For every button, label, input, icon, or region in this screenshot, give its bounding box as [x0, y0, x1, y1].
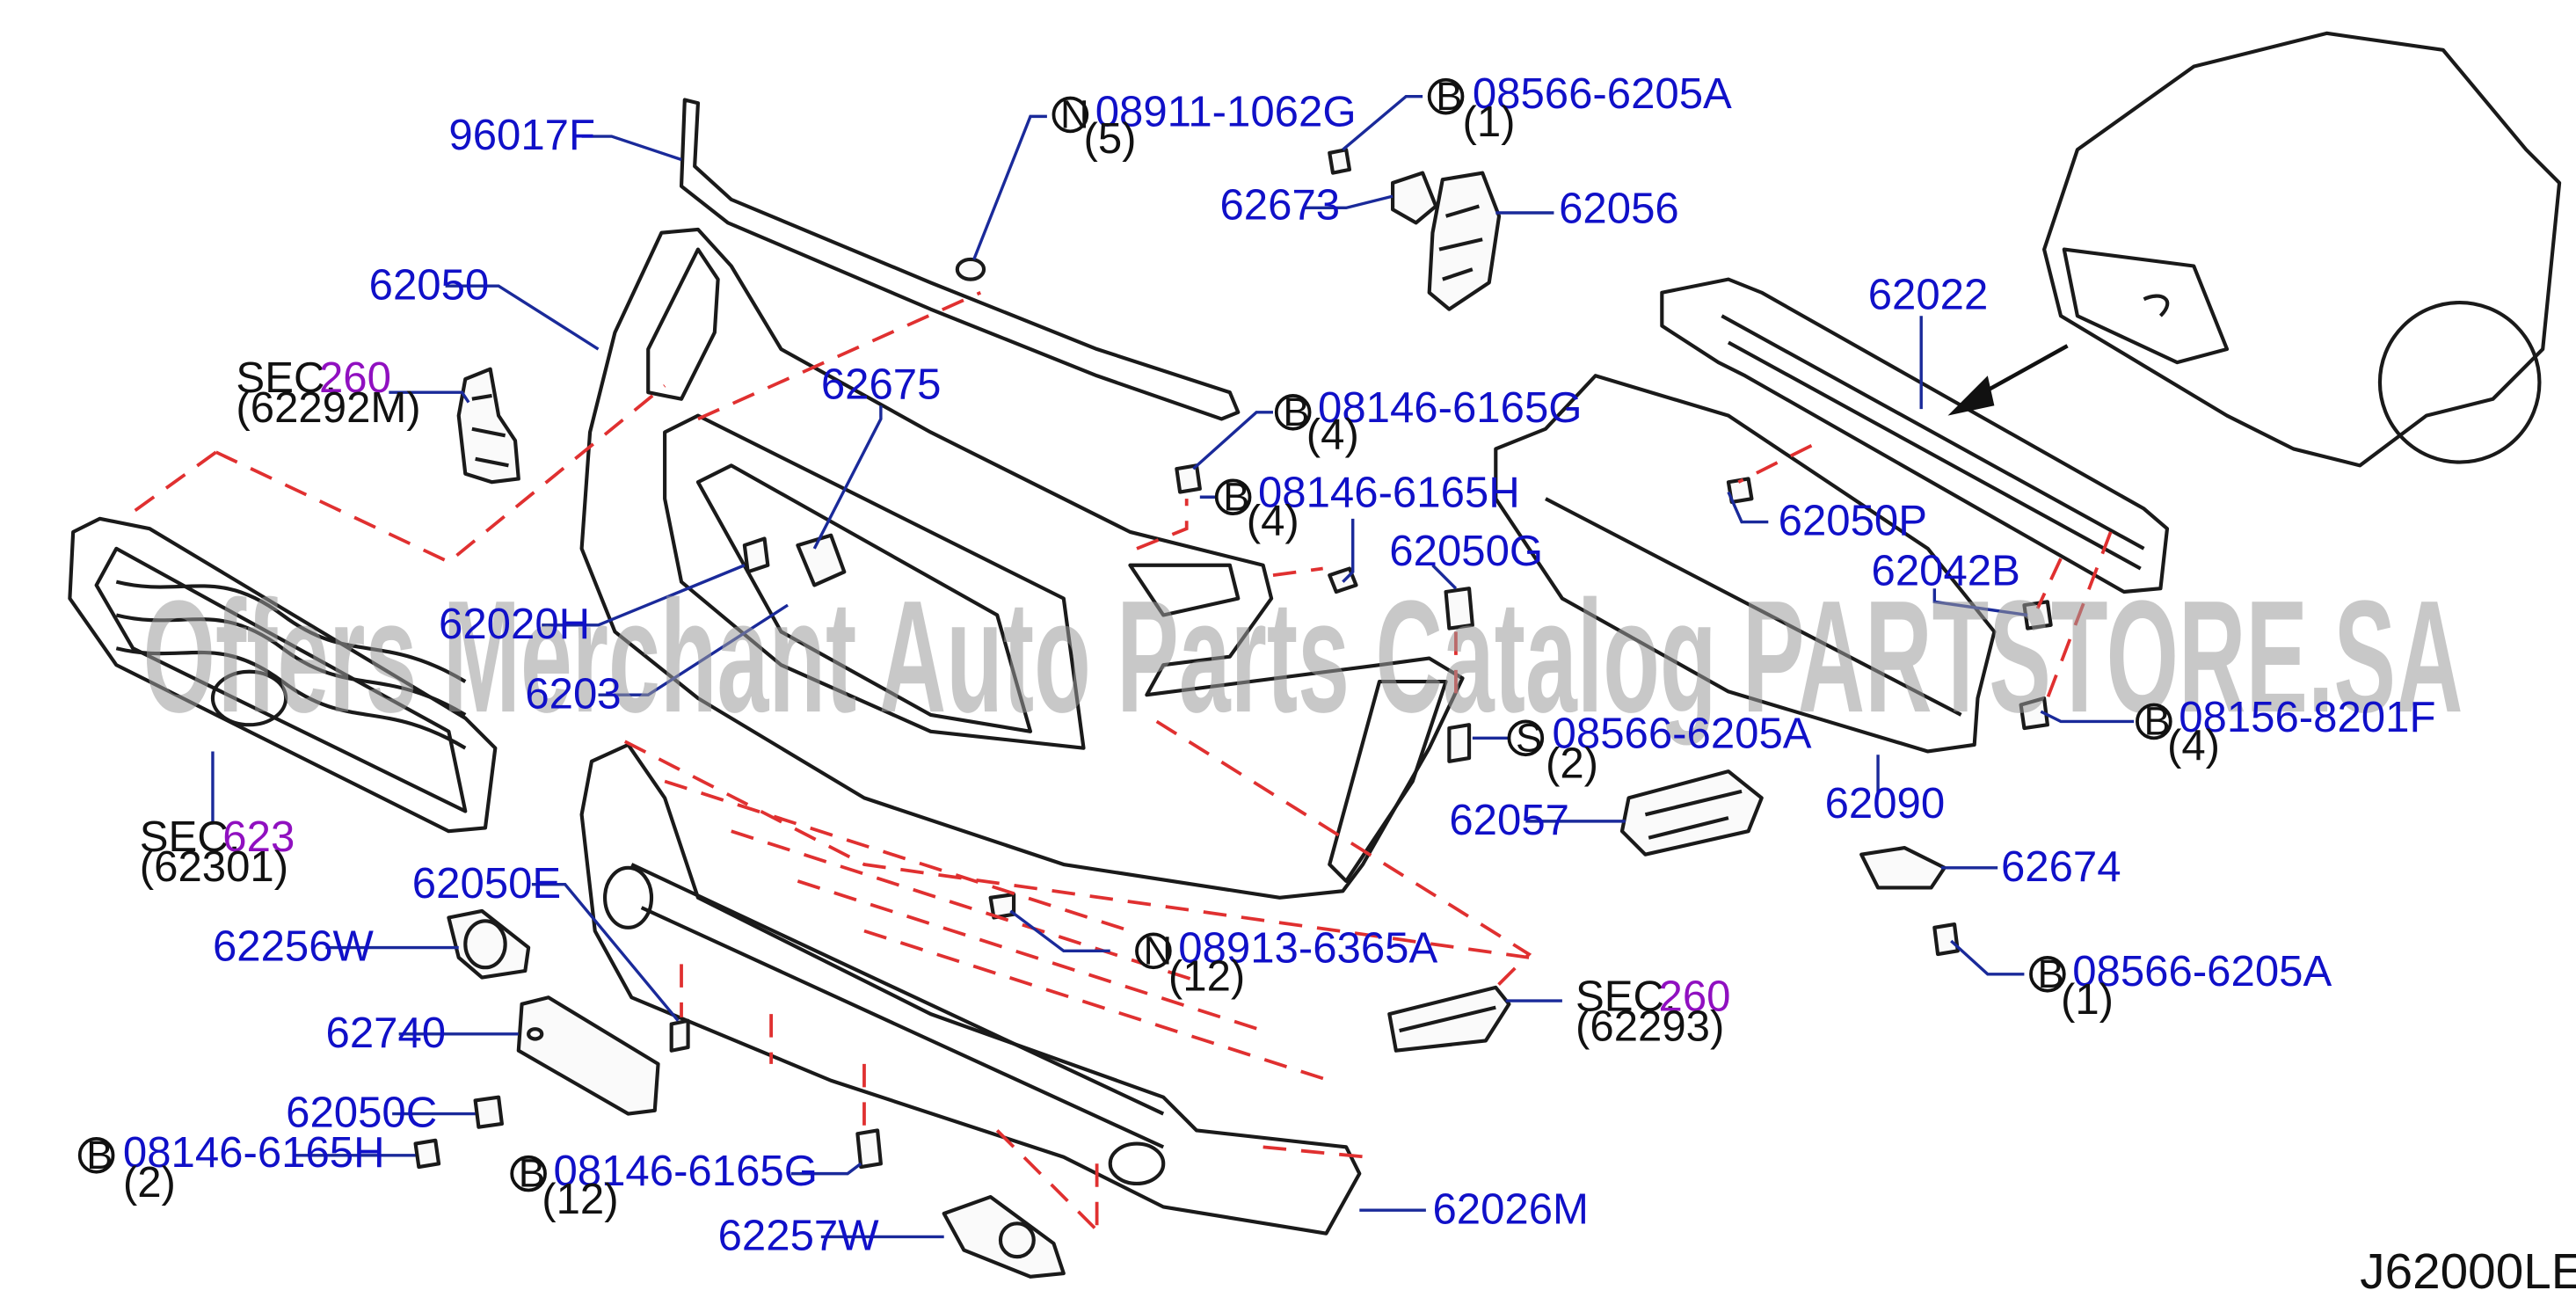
- marker-b-08566-right: [2029, 955, 2066, 993]
- marker-b-08146g-bot-letter: B: [519, 1151, 545, 1196]
- marker-b-08146g-top-letter: B: [1283, 390, 1309, 434]
- marker-s-08566-letter: S: [1516, 715, 1542, 760]
- part-62026m-lower-structure-drawing: [579, 742, 1362, 1236]
- marker-b-08146h-top-letter: B: [1223, 474, 1249, 519]
- marker-b-08566-top: [1427, 77, 1465, 115]
- label-6203[interactable]: 6203: [525, 670, 621, 718]
- label-62050[interactable]: 62050: [369, 261, 490, 309]
- part-62675-clip-drawing: [742, 533, 847, 587]
- label-08146-6165h-top[interactable]: 08146-6165H: [1258, 470, 1520, 517]
- label-62020h[interactable]: 62020H: [439, 601, 590, 648]
- label-62026m[interactable]: 62026M: [1432, 1185, 1589, 1233]
- label-08146-6165g-top[interactable]: 08146-6165G: [1318, 384, 1582, 432]
- part-62090-absorber-drawing: [1494, 374, 1997, 754]
- marker-n-08913: [1135, 932, 1172, 970]
- label-08146-6165g-bot[interactable]: 08146-6165G: [553, 1148, 817, 1195]
- part-62256w-fog-bezel-drawing: [447, 908, 531, 980]
- label-08146g-bot-qty: (12): [542, 1176, 618, 1223]
- label-62090[interactable]: 62090: [1825, 780, 1946, 827]
- label-08146g-top-qty: (4): [1306, 411, 1359, 458]
- label-08156-qty: (4): [2167, 722, 2220, 769]
- label-08566-6205a-top[interactable]: 08566-6205A: [1473, 70, 1732, 118]
- part-62301-grille-drawing: [68, 516, 498, 834]
- label-sec-260-a: SEC.: [236, 354, 337, 402]
- label-08146-6165h-bot[interactable]: 08146-6165H: [123, 1129, 385, 1177]
- label-62740[interactable]: 62740: [326, 1010, 447, 1057]
- label-08911-1062g[interactable]: 08911-1062G: [1095, 89, 1357, 136]
- marker-b-08146h-bot: [77, 1137, 115, 1174]
- label-62050g[interactable]: 62050G: [1389, 528, 1543, 575]
- label-62257w[interactable]: 62257W: [718, 1213, 880, 1260]
- label-62050c[interactable]: 62050C: [286, 1090, 437, 1137]
- label-sec-623-num[interactable]: 623: [222, 813, 295, 861]
- part-96017f-drawing: [679, 98, 1241, 421]
- label-62674[interactable]: 62674: [2001, 843, 2121, 891]
- marker-b-08156-letter: B: [2144, 699, 2171, 744]
- part-62022-reinforcement-drawing: [1660, 277, 2170, 594]
- label-08913-qty: (12): [1168, 953, 1245, 1001]
- part-62050c-clip-drawing: [473, 1095, 504, 1129]
- watermark-text: Offers Merchant Auto Parts Catalog PARTS…: [143, 568, 2463, 746]
- part-62293-bracket-drawing: [1387, 985, 1511, 1053]
- label-62056[interactable]: 62056: [1559, 185, 1679, 232]
- label-08566-top-qty: (1): [1462, 98, 1515, 146]
- marker-n-08911: [1052, 96, 1089, 134]
- vehicle-outline-drawing: [2042, 31, 2562, 468]
- part-62292m-bracket-drawing: [456, 367, 520, 485]
- part-labels: 96017F 62050 SEC. 260 (62292M) 62675 620…: [77, 70, 2576, 1300]
- marker-b-08566-right-letter: B: [2038, 951, 2064, 996]
- part-62057-bracket-drawing: [1619, 769, 1764, 857]
- assembly-dashed-lines: [132, 291, 2113, 1232]
- label-08566-6205a-s[interactable]: 08566-6205A: [1553, 711, 1812, 758]
- label-62022[interactable]: 62022: [1868, 272, 1989, 319]
- fastener-drawings: [413, 463, 2053, 1170]
- marker-s-08566: [1507, 719, 1545, 757]
- label-62675[interactable]: 62675: [821, 361, 942, 409]
- part-62050-bumper-fascia-drawing: [579, 227, 1465, 900]
- label-62301: (62301): [140, 843, 288, 891]
- label-62050p[interactable]: 62050P: [1779, 498, 1927, 545]
- diagram-code: J62000LE: [2360, 1244, 2576, 1300]
- label-62256w[interactable]: 62256W: [213, 923, 375, 971]
- part-62257w-fog-bezel-drawing: [942, 1195, 1066, 1279]
- marker-b-08156: [2136, 703, 2172, 740]
- label-08566-right-qty: (1): [2061, 976, 2114, 1024]
- label-08146h-top-qty: (4): [1247, 498, 1299, 545]
- marker-n-08913-letter: N: [1144, 928, 1173, 973]
- label-08911-qty: (5): [1083, 115, 1136, 163]
- label-sec-623: SEC.: [140, 813, 241, 861]
- label-08146h-bot-qty: (2): [123, 1159, 176, 1207]
- label-sec-260-b-num[interactable]: 260: [1659, 973, 1731, 1020]
- marker-b-08146h-top: [1214, 478, 1252, 516]
- part-62740-license-bracket-drawing: [516, 995, 660, 1116]
- marker-n-08911-letter: N: [1060, 92, 1089, 137]
- label-sec-260-b: SEC.: [1575, 973, 1677, 1020]
- label-62673[interactable]: 62673: [1219, 182, 1340, 230]
- part-08911-grommet-drawing: [955, 257, 986, 281]
- direction-arrow: [1947, 344, 2069, 416]
- leader-lines: [211, 94, 2135, 1239]
- part-62674-bracket-drawing: [1859, 846, 1947, 890]
- label-62050e[interactable]: 62050E: [412, 860, 561, 908]
- label-62057[interactable]: 62057: [1449, 797, 1569, 844]
- label-08566-s-qty: (2): [1546, 740, 1598, 788]
- label-sec-260-a-num[interactable]: 260: [319, 354, 391, 402]
- part-62673-62056-drawing: [1328, 148, 1502, 311]
- marker-b-08146g-top: [1274, 394, 1312, 431]
- label-08566-6205a-right[interactable]: 08566-6205A: [2072, 948, 2332, 995]
- label-62292m: (62292M): [236, 384, 420, 432]
- label-62293: (62293): [1575, 1002, 1724, 1050]
- label-08156-8201f[interactable]: 08156-8201F: [2179, 694, 2435, 741]
- label-08913-6365a[interactable]: 08913-6365A: [1178, 925, 1437, 973]
- label-96017f[interactable]: 96017F: [448, 112, 595, 159]
- marker-b-08566-top-letter: B: [1436, 74, 1462, 119]
- marker-b-08146h-bot-letter: B: [86, 1133, 113, 1177]
- marker-b-08146g-bot: [510, 1155, 547, 1192]
- label-62042b[interactable]: 62042B: [1872, 547, 2020, 594]
